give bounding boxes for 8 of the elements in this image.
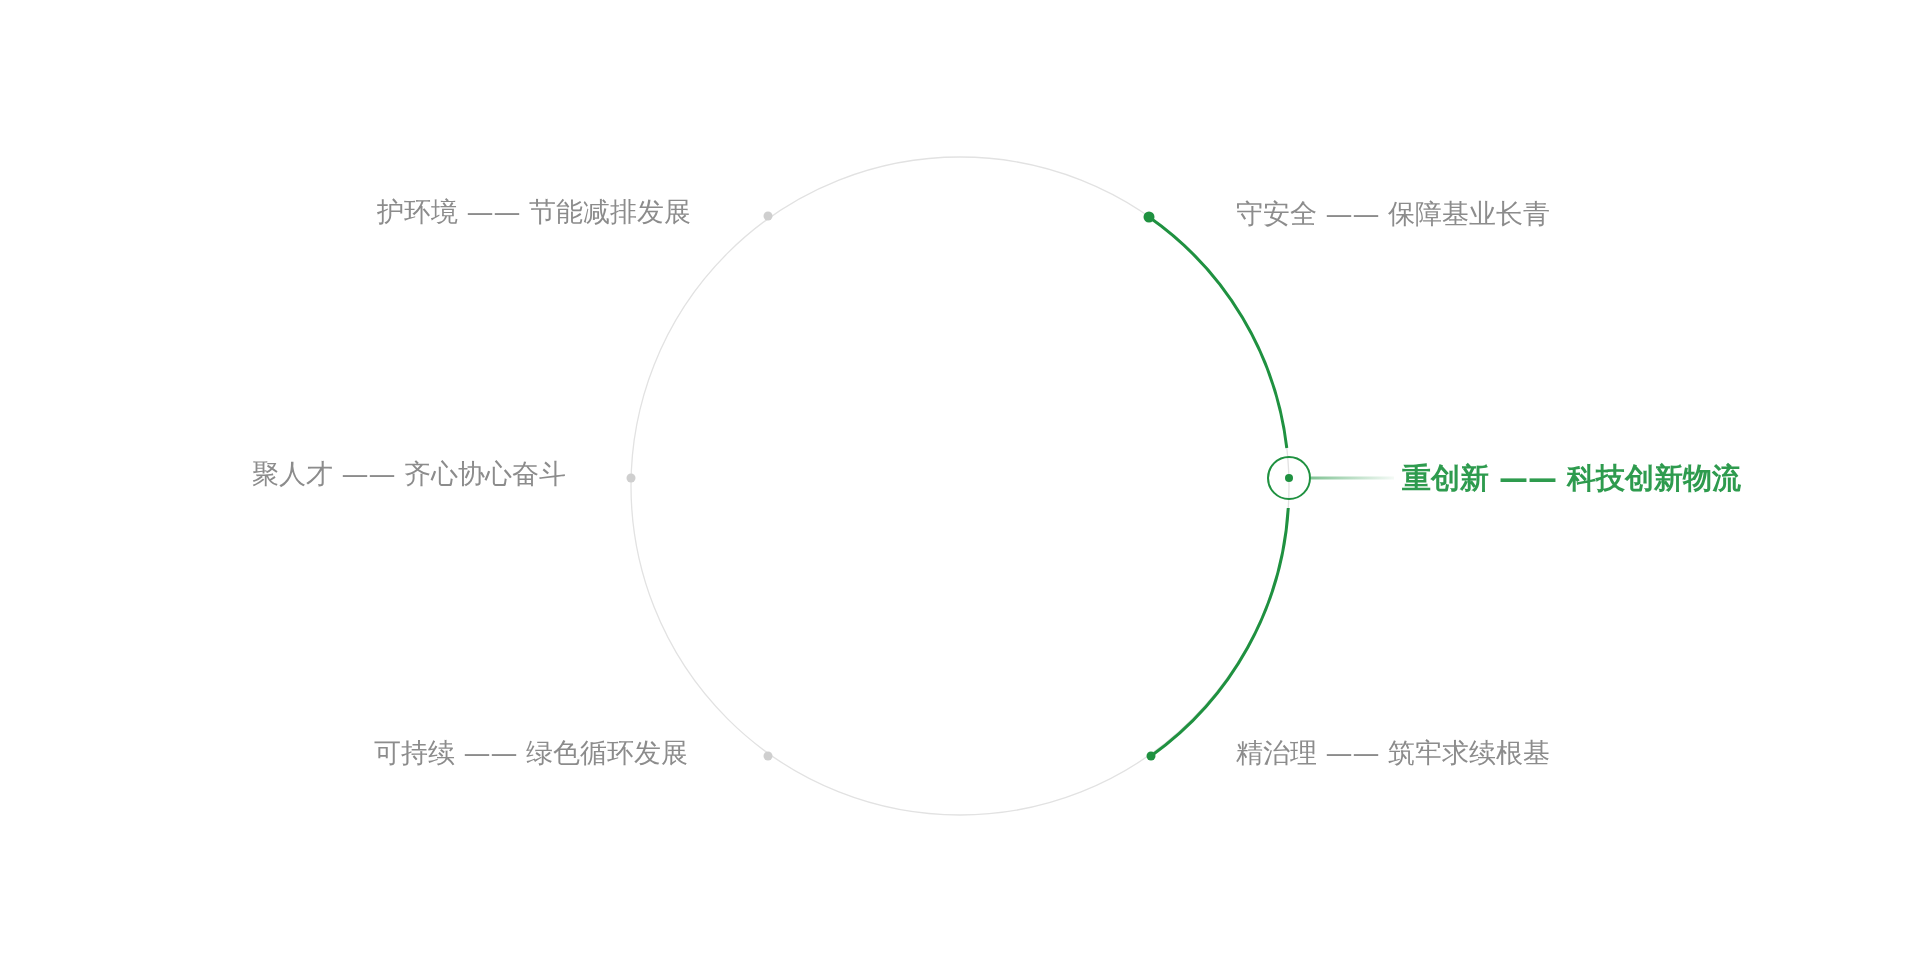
value-label: 可持续 —— 绿色循环发展: [373, 736, 688, 770]
value-label: 精治理 —— 筑牢求续根基: [1236, 736, 1551, 770]
value-label: 守安全 —— 保障基业长青: [1236, 197, 1551, 231]
value-label: 聚人才 —— 齐心协心奋斗: [251, 457, 566, 491]
value-label: 护环境 —— 节能减排发展: [376, 195, 691, 229]
highlighted-label: 重创新 —— 科技创新物流: [1402, 460, 1742, 496]
ring-marker: [1267, 456, 1311, 500]
leader-line: [1311, 476, 1394, 480]
